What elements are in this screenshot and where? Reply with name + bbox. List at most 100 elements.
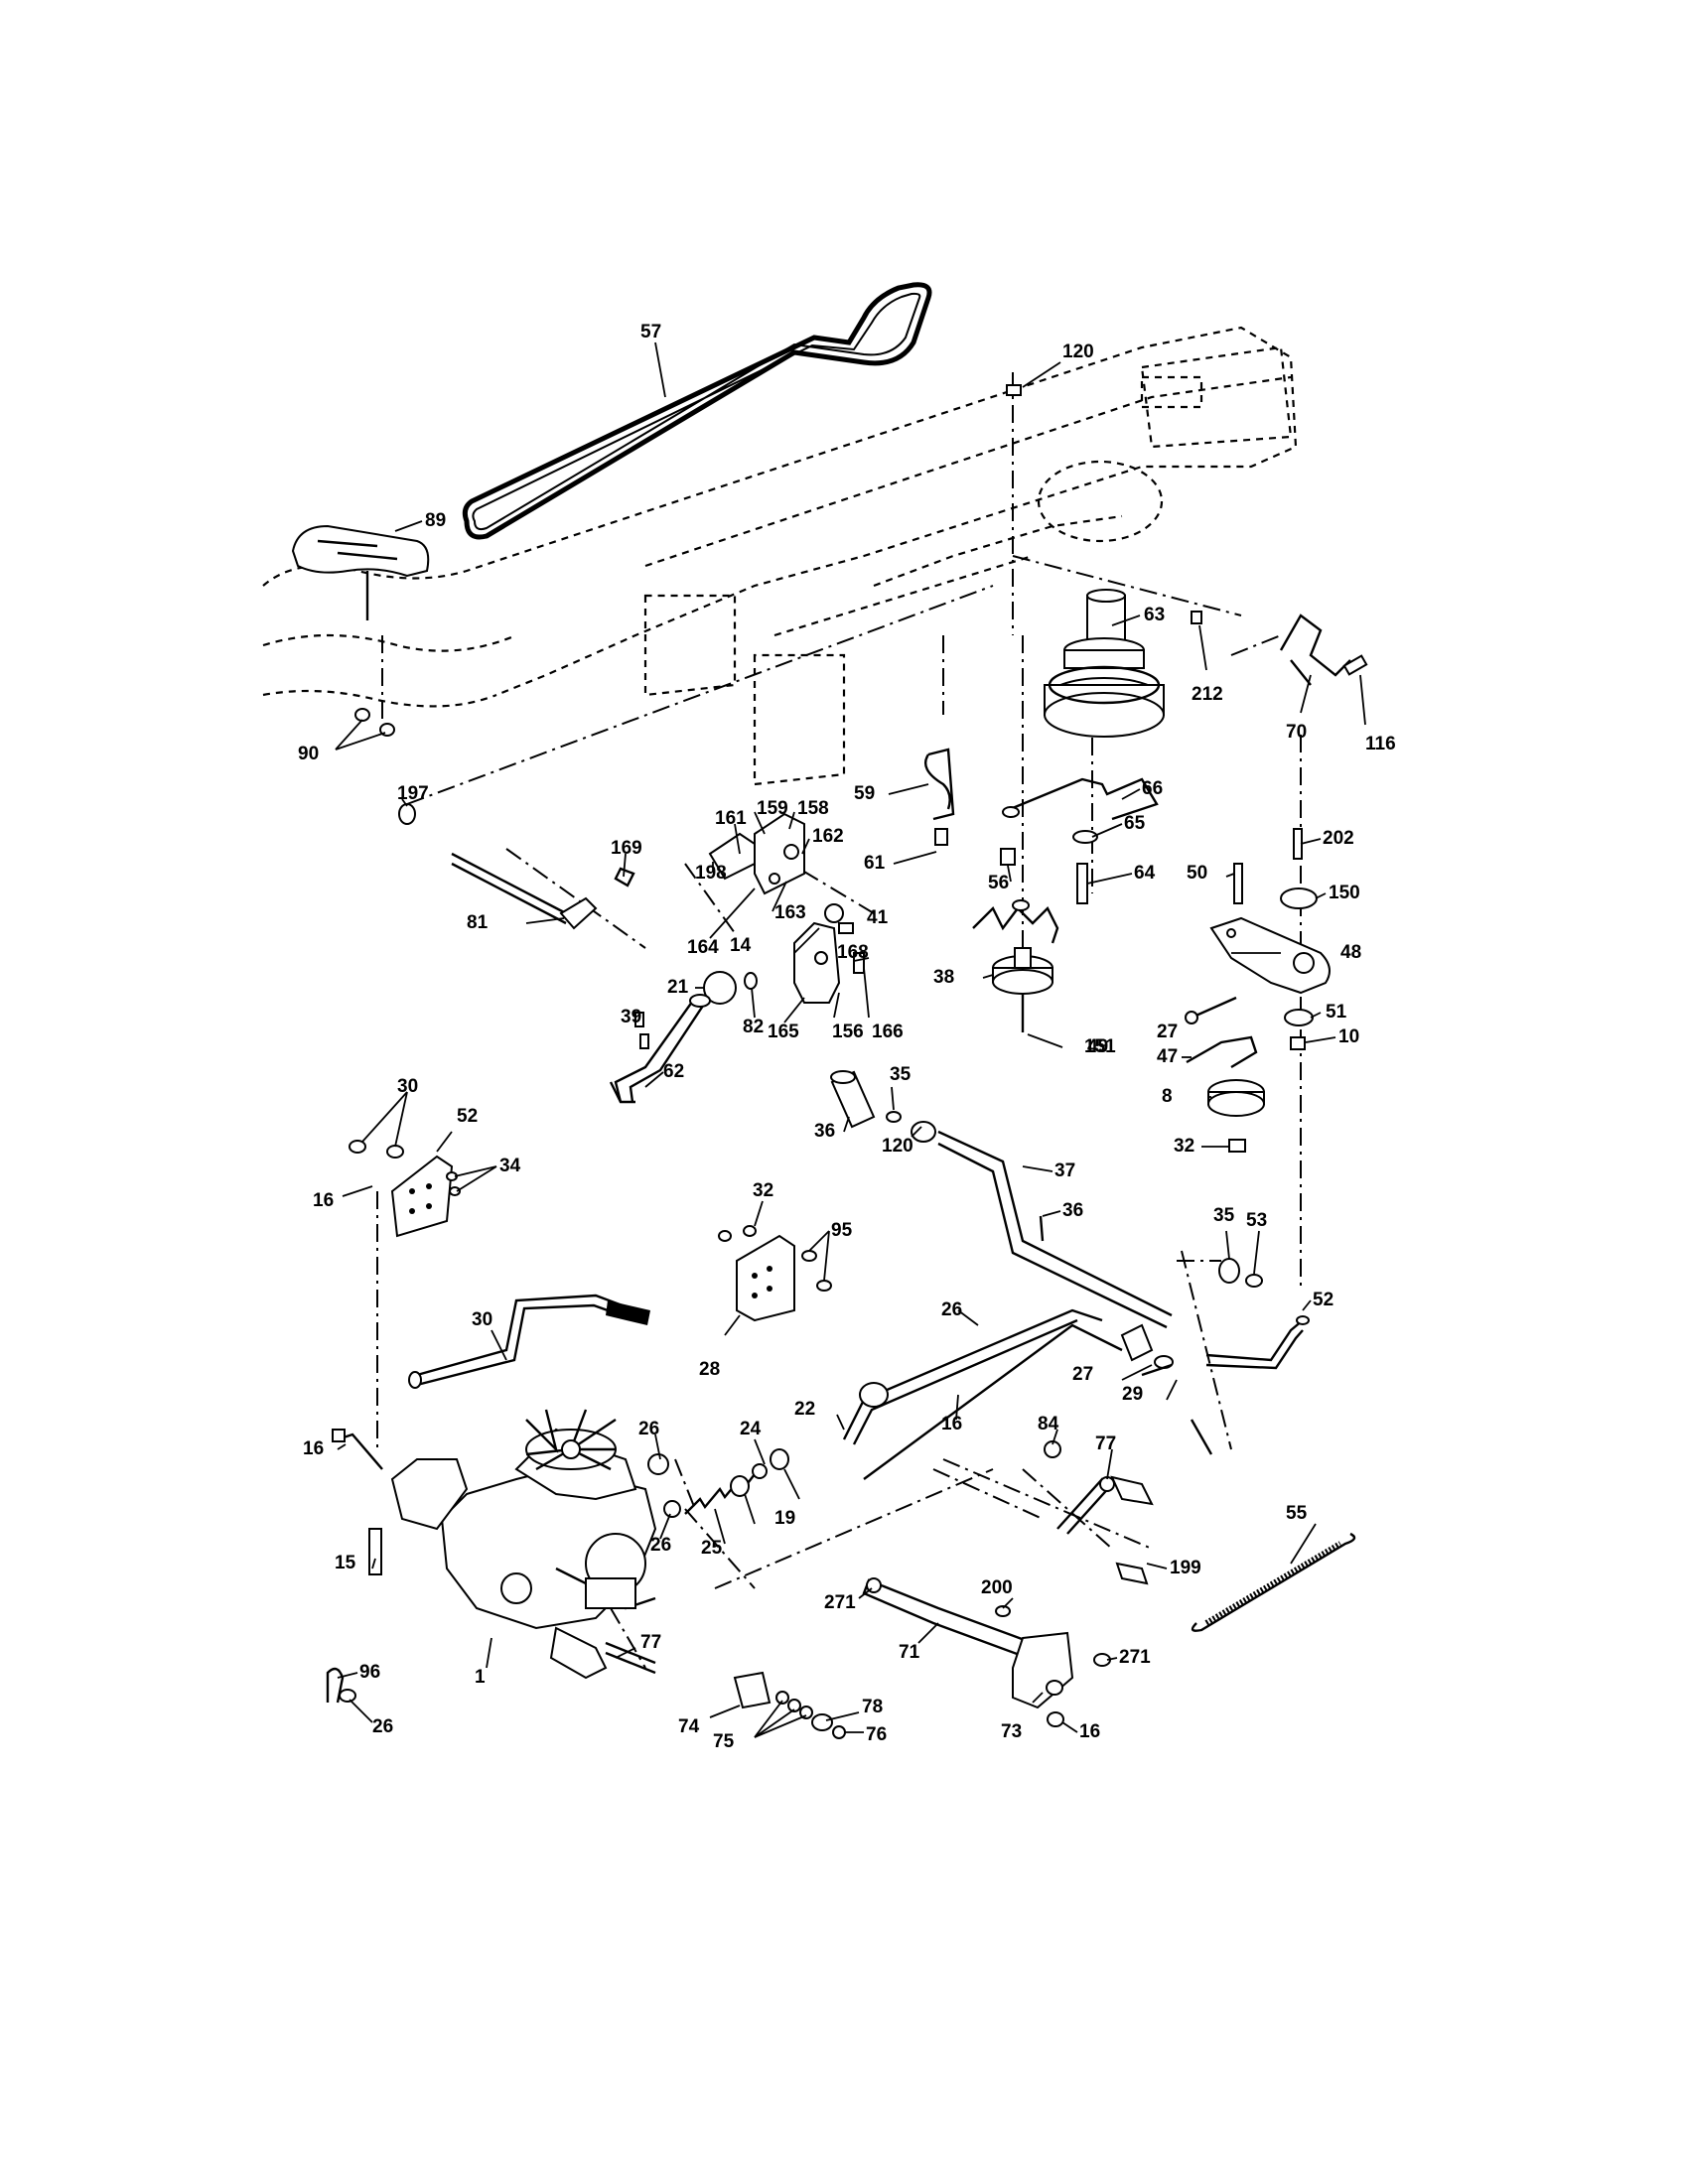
callout-59: 59 bbox=[854, 783, 875, 804]
callout-61: 61 bbox=[864, 853, 886, 874]
callout-90: 90 bbox=[298, 744, 319, 764]
callout-47: 47 bbox=[1157, 1046, 1178, 1067]
callout-56: 56 bbox=[988, 873, 1009, 893]
pedal-link-53 bbox=[1205, 1315, 1310, 1370]
callout-16: 16 bbox=[313, 1190, 334, 1211]
callout-77: 77 bbox=[640, 1632, 661, 1653]
bolts-10 bbox=[634, 1012, 649, 1049]
callout-34: 34 bbox=[499, 1156, 521, 1176]
cross-shaft-34 bbox=[937, 1130, 1173, 1329]
callout-32: 32 bbox=[753, 1180, 773, 1201]
callout-52: 52 bbox=[1313, 1290, 1333, 1310]
callout-70: 70 bbox=[1286, 722, 1307, 743]
hand-lever-95 bbox=[408, 1294, 650, 1389]
callout-200: 200 bbox=[981, 1577, 1013, 1598]
callout-26: 26 bbox=[372, 1716, 393, 1737]
pin-96-washer-26 bbox=[326, 1667, 356, 1704]
callout-32: 32 bbox=[1174, 1136, 1194, 1157]
callout-41: 41 bbox=[867, 907, 889, 928]
callout-26: 26 bbox=[638, 1419, 659, 1439]
callout-165: 165 bbox=[768, 1022, 799, 1042]
callout-53: 53 bbox=[1246, 1210, 1267, 1231]
callout-159: 159 bbox=[757, 798, 788, 819]
callout-52: 52 bbox=[457, 1106, 478, 1127]
callout-164: 164 bbox=[687, 937, 719, 958]
callout-51: 51 bbox=[1326, 1002, 1347, 1023]
belt-guide-59 bbox=[923, 748, 955, 821]
callout-16: 16 bbox=[1079, 1721, 1100, 1742]
callout-63: 63 bbox=[1144, 605, 1165, 625]
idler-pulley-47 bbox=[1207, 1079, 1265, 1117]
callout-74: 74 bbox=[678, 1716, 700, 1737]
clutch-bracket-assembly bbox=[614, 812, 865, 1004]
mounting-brackets bbox=[349, 1140, 832, 1322]
callout-35: 35 bbox=[890, 1064, 912, 1085]
callout-30: 30 bbox=[397, 1076, 418, 1097]
callout-27: 27 bbox=[1072, 1364, 1093, 1385]
callout-16: 16 bbox=[303, 1438, 324, 1459]
callout-64: 64 bbox=[1134, 863, 1156, 884]
callout-30: 30 bbox=[472, 1309, 492, 1330]
shift-rod-81 bbox=[451, 852, 598, 930]
callout-29: 29 bbox=[1122, 1384, 1143, 1405]
callout-163: 163 bbox=[774, 902, 806, 923]
idler-pulley-38 bbox=[992, 947, 1053, 1032]
callout-36: 36 bbox=[1062, 1200, 1083, 1221]
callout-82: 82 bbox=[743, 1017, 764, 1037]
callout-162: 162 bbox=[812, 826, 844, 847]
callout-84: 84 bbox=[1038, 1414, 1059, 1434]
callout-15: 15 bbox=[335, 1553, 356, 1573]
transaxle-1 bbox=[332, 1409, 657, 1680]
brake-rods bbox=[842, 1308, 1213, 1480]
callout-36: 36 bbox=[814, 1121, 835, 1142]
callout-120: 120 bbox=[1062, 341, 1094, 362]
hardware-small-parts bbox=[354, 384, 1368, 1050]
callout-65: 65 bbox=[1124, 813, 1146, 834]
callout-62: 62 bbox=[663, 1061, 684, 1082]
idler-bracket-66 bbox=[1002, 777, 1159, 821]
callout-49: 49 bbox=[1087, 1036, 1108, 1057]
callout-55: 55 bbox=[1286, 1503, 1308, 1524]
callout-24: 24 bbox=[740, 1419, 762, 1439]
callout-271: 271 bbox=[1119, 1647, 1151, 1668]
axle-spacer-74-78 bbox=[733, 1671, 846, 1739]
callout-168: 168 bbox=[837, 942, 869, 963]
callout-16: 16 bbox=[941, 1414, 962, 1434]
callout-27: 27 bbox=[1157, 1022, 1178, 1042]
spring-41 bbox=[972, 899, 1059, 944]
callout-10: 10 bbox=[1338, 1026, 1359, 1047]
bracket-71 bbox=[862, 1577, 1111, 1727]
callout-28: 28 bbox=[699, 1359, 720, 1380]
callout-22: 22 bbox=[794, 1399, 815, 1420]
callout-77: 77 bbox=[1095, 1433, 1116, 1454]
idler-arm-48 bbox=[1209, 916, 1331, 995]
callout-199: 199 bbox=[1170, 1558, 1201, 1578]
callout-39: 39 bbox=[621, 1007, 641, 1027]
callout-89: 89 bbox=[425, 510, 446, 531]
engine-pulley bbox=[1044, 589, 1165, 738]
callout-212: 212 bbox=[1192, 684, 1223, 705]
idler-bracket-49 bbox=[1186, 1035, 1258, 1069]
callout-38: 38 bbox=[933, 967, 954, 988]
shift-lever-8 bbox=[609, 994, 711, 1104]
spring-19-25 bbox=[647, 1448, 789, 1518]
callout-8: 8 bbox=[1162, 1086, 1173, 1107]
callout-156: 156 bbox=[832, 1022, 864, 1042]
callout-76: 76 bbox=[866, 1724, 887, 1745]
callout-26: 26 bbox=[941, 1299, 962, 1320]
callout-35: 35 bbox=[1213, 1205, 1235, 1226]
callout-150: 150 bbox=[1329, 883, 1360, 903]
leader-lines bbox=[335, 341, 1366, 1738]
callout-73: 73 bbox=[1001, 1721, 1022, 1742]
callout-57: 57 bbox=[640, 322, 661, 342]
callout-25: 25 bbox=[701, 1538, 723, 1559]
washer-36-spacer-35 bbox=[1218, 1258, 1263, 1288]
callout-19: 19 bbox=[774, 1508, 795, 1529]
callout-1: 1 bbox=[475, 1667, 486, 1688]
callout-120: 120 bbox=[882, 1136, 913, 1157]
shift-lever-knob bbox=[291, 524, 430, 620]
callout-66: 66 bbox=[1142, 778, 1163, 799]
callout-161: 161 bbox=[715, 808, 747, 829]
